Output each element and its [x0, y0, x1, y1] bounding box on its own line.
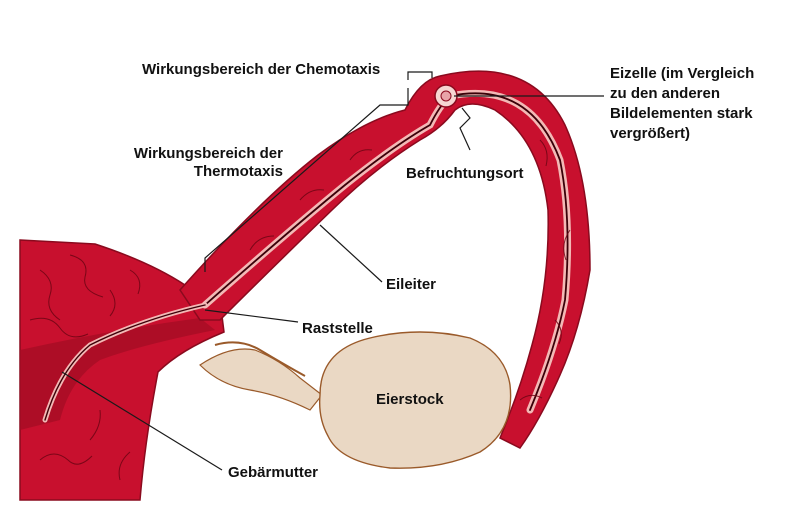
ovarian-ligament — [199, 348, 323, 411]
egg-cell-label-line-2: zu den anderen — [610, 85, 721, 102]
chemotaxis-bracket — [407, 71, 433, 80]
thermotaxis-label-line-2: Thermotaxis — [193, 163, 283, 180]
thermotaxis-label: Wirkungsbereich der Thermotaxis — [113, 145, 283, 181]
oviduct-label: Eileiter — [386, 276, 437, 293]
fertilization-leader — [459, 107, 471, 151]
ligament-edge — [214, 341, 306, 377]
leader-lines — [61, 71, 604, 471]
egg-cell-label: Eizelle (im Vergleich zu den anderen Bil… — [610, 64, 754, 144]
thermotaxis-label-line-1: Wirkungsbereich der — [133, 145, 283, 162]
uterus-label: Gebärmutter — [228, 464, 319, 481]
vein-pattern — [29, 139, 571, 481]
egg-cell-label-line-4: vergrößert) — [610, 125, 691, 142]
thermotaxis-bracket — [204, 88, 409, 272]
resting-site-label: Raststelle — [302, 320, 373, 337]
egg-cell-label-line-1: Eizelle (im Vergleich — [610, 65, 755, 82]
uterus-shape — [19, 239, 225, 501]
egg-cell-inner — [440, 90, 452, 102]
resting-site-leader — [204, 309, 299, 323]
ovary-label: Eierstock — [376, 391, 444, 408]
ovary-shape — [318, 331, 512, 469]
egg-cell-label-line-3: Bildelementen stark — [610, 105, 753, 122]
uterus-leader — [61, 371, 223, 471]
chemotaxis-label: Wirkungsbereich der Chemotaxis — [142, 61, 381, 78]
fertilization-site-label: Befruchtungsort — [406, 165, 524, 182]
oviduct-leader — [319, 224, 383, 283]
uterus-inner-band — [20, 318, 215, 430]
uterus-lumen-line — [44, 304, 206, 421]
